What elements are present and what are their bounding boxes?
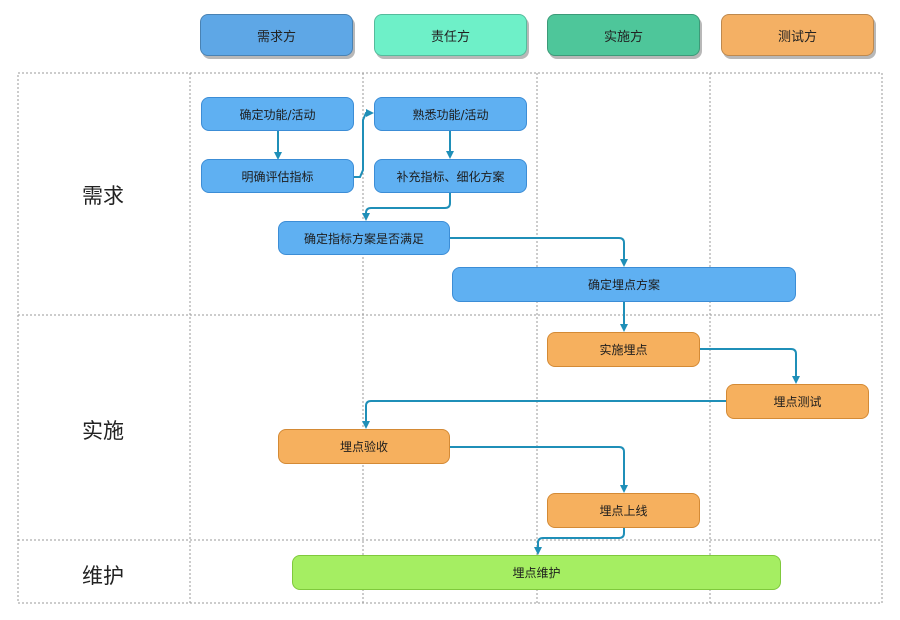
arrow-supplement-to-meets [362, 193, 451, 221]
node-supplement-metrics: 补充指标、细化方案 [374, 159, 527, 193]
node-tracking-acceptance: 埋点验收 [278, 429, 450, 464]
lane-label-maintenance: 维护 [82, 564, 124, 588]
node-tracking-maintenance: 埋点维护 [292, 555, 781, 590]
arrow-launch-to-maintenance [534, 528, 625, 555]
arrow-clarify-to-familiarize [353, 109, 374, 178]
column-header-tester: 测试方 [721, 14, 874, 56]
node-familiarize-function: 熟悉功能/活动 [374, 97, 527, 131]
lane-label-requirements: 需求 [82, 184, 124, 208]
arrow-implement-to-test [700, 348, 800, 384]
node-confirm-function: 确定功能/活动 [201, 97, 354, 131]
arrow-acceptance-to-launch [450, 446, 628, 493]
arrow-test-to-acceptance [362, 400, 726, 429]
lane-label-implementation: 实施 [82, 419, 124, 443]
arrow-meets-to-plan [450, 237, 628, 267]
node-confirm-meets: 确定指标方案是否满足 [278, 221, 450, 255]
node-implement-tracking: 实施埋点 [547, 332, 700, 367]
node-clarify-metrics: 明确评估指标 [201, 159, 354, 193]
node-tracking-launch: 埋点上线 [547, 493, 700, 528]
column-header-requester: 需求方 [200, 14, 353, 56]
node-tracking-test: 埋点测试 [726, 384, 869, 419]
node-confirm-tracking-plan: 确定埋点方案 [452, 267, 796, 302]
column-header-implementer: 实施方 [547, 14, 700, 56]
column-header-responsible: 责任方 [374, 14, 527, 56]
